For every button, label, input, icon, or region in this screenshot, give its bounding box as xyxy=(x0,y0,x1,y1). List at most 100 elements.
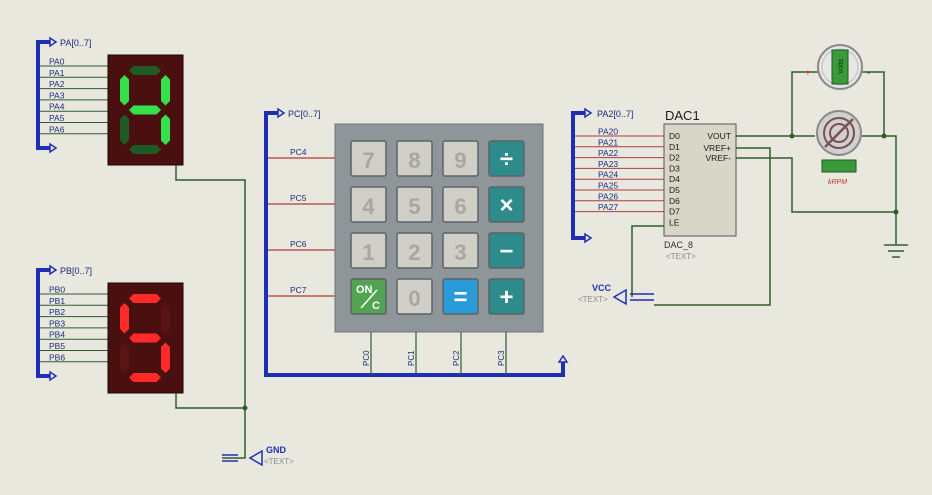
segment-f xyxy=(120,303,129,334)
col-pin-pc3: PC3 xyxy=(497,350,506,366)
dac-name: DAC1 xyxy=(665,108,700,123)
keypad-key-4[interactable]: 4 xyxy=(350,186,387,223)
le-wire xyxy=(631,225,664,297)
bus-terminal-arrow-icon xyxy=(584,232,593,244)
dac-pin-d4: D4 xyxy=(669,174,680,184)
porta-bus[interactable] xyxy=(36,40,50,150)
keypad-key-7[interactable]: × xyxy=(488,186,525,223)
keypad-key-6[interactable]: 6 xyxy=(442,186,479,223)
key-face xyxy=(396,140,433,177)
voltmeter-label: Volts xyxy=(838,58,845,74)
segment-c xyxy=(161,342,170,373)
keypad-key-11[interactable]: − xyxy=(488,232,525,269)
power-terminal-arrow-icon xyxy=(612,288,627,306)
keypad-key-5[interactable]: 5 xyxy=(396,186,433,223)
vcc-terminal[interactable]: VCC <TEXT> xyxy=(578,147,771,306)
dac-out-pin: VREF- xyxy=(706,153,732,163)
key-label: × xyxy=(499,192,513,219)
key-face xyxy=(350,186,387,223)
portc-bus[interactable] xyxy=(264,111,565,377)
segment-d xyxy=(129,145,161,154)
key-label: 2 xyxy=(408,240,420,265)
key-face xyxy=(488,232,525,269)
pin-label-pb4: PB4 xyxy=(49,330,65,340)
pin-label-pa2: PA2 xyxy=(49,79,65,89)
key-label: 5 xyxy=(408,194,420,219)
vcc-text: <TEXT> xyxy=(578,295,608,304)
key-face xyxy=(396,278,433,315)
portb-bus[interactable] xyxy=(36,268,50,378)
key-face xyxy=(488,186,525,223)
pin-label-pa4: PA4 xyxy=(49,102,65,112)
keypad-key-10[interactable]: 3 xyxy=(442,232,479,269)
key-face xyxy=(350,278,387,315)
vref-minus-wire xyxy=(736,157,896,213)
red-7seg-digit xyxy=(120,294,170,382)
vref-plus-wire xyxy=(654,147,771,306)
green-7seg-value: 4 xyxy=(0,0,1,1)
key-face xyxy=(350,140,387,177)
keypad-key-3[interactable]: ÷ xyxy=(488,140,525,177)
bus-terminal-arrow-icon xyxy=(277,107,286,119)
keypad-key-2[interactable]: 9 xyxy=(442,140,479,177)
bus-terminal-arrow-icon xyxy=(49,36,58,48)
row-pin-pc6: PC6 xyxy=(290,239,307,249)
gnd-terminal[interactable]: GND <TEXT> xyxy=(222,445,294,467)
dac-chip[interactable] xyxy=(663,123,737,237)
dac-pin-d7: D7 xyxy=(669,207,680,217)
dac-net-pa26: PA26 xyxy=(598,191,618,201)
dac-out-pin: VOUT xyxy=(707,131,731,141)
segment-e xyxy=(120,114,129,145)
key-label-on: ON xyxy=(356,284,373,296)
key-label: − xyxy=(499,238,513,265)
dac-net-pa24: PA24 xyxy=(598,170,618,180)
dac-pin-d3: D3 xyxy=(669,163,680,173)
key-label: = xyxy=(453,284,467,311)
keypad-key-14[interactable]: = xyxy=(442,278,479,315)
junction-dot xyxy=(242,405,248,411)
key-face xyxy=(442,186,479,223)
motor-label: kRPM xyxy=(828,179,847,186)
dac-net-pa20: PA20 xyxy=(598,127,618,137)
dac-pin-d0: D0 xyxy=(669,131,680,141)
pin-label-pb2: PB2 xyxy=(49,307,65,317)
keypad-key-15[interactable]: + xyxy=(488,278,525,315)
portb-bus-label: PB[0..7] xyxy=(60,266,92,276)
dac-input-bus[interactable] xyxy=(571,111,585,240)
dac-out-pin: VREF+ xyxy=(703,143,731,153)
ground-wire xyxy=(884,135,897,245)
key-face xyxy=(396,186,433,223)
key-face xyxy=(488,278,525,315)
portc-bus-label: PC[0..7] xyxy=(288,109,321,119)
bus-terminal-arrow-icon xyxy=(49,142,58,154)
segment-e xyxy=(120,342,129,373)
keypad-key-0[interactable]: 7 xyxy=(350,140,387,177)
segment-b xyxy=(161,75,170,106)
keypad-key-13[interactable]: 0 xyxy=(396,278,433,315)
junction-dot xyxy=(893,209,899,215)
segment-b xyxy=(161,303,170,334)
key-label: 0 xyxy=(408,286,420,311)
voltmeter-plus: + xyxy=(805,68,811,79)
voltmeter[interactable]: Volts + - xyxy=(805,44,870,90)
segment-a xyxy=(129,66,161,75)
gnd-label: GND xyxy=(266,445,287,455)
key-face xyxy=(488,140,525,177)
col-pin-pc0: PC0 xyxy=(362,350,371,366)
key-face xyxy=(350,232,387,269)
keypad-key-12[interactable]: ONC xyxy=(350,278,387,315)
dc-motor[interactable]: kRPM xyxy=(816,110,862,186)
keypad-key-1[interactable]: 8 xyxy=(396,140,433,177)
key-face xyxy=(442,232,479,269)
junction-dot xyxy=(789,133,795,139)
keypad-key-8[interactable]: 1 xyxy=(350,232,387,269)
meter-left-wire xyxy=(791,71,818,136)
dac-net-pa27: PA27 xyxy=(598,202,618,212)
dac-pin-d6: D6 xyxy=(669,196,680,206)
keypad-key-9[interactable]: 2 xyxy=(396,232,433,269)
pin-label-pa3: PA3 xyxy=(49,90,65,100)
